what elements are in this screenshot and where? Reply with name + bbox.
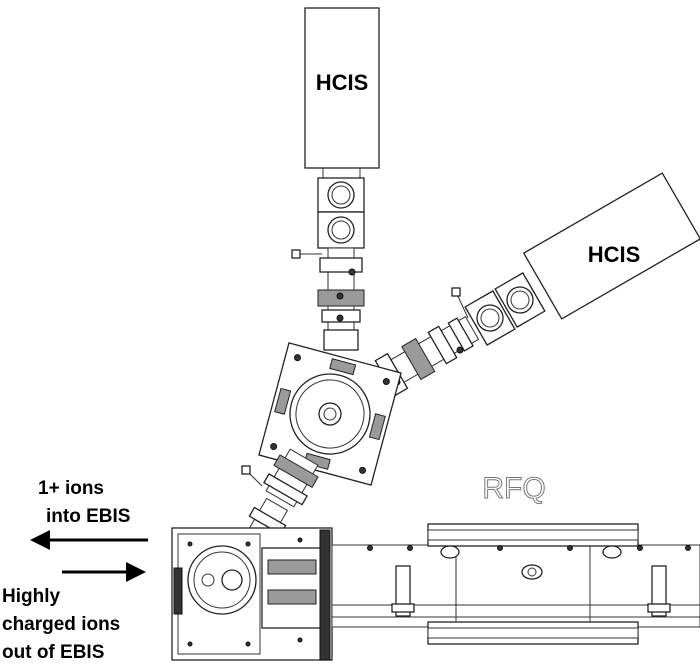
- ions-out-label-line2: charged ions: [2, 614, 120, 635]
- rfq-label: RFQ: [482, 472, 545, 505]
- ions-out-arrow: [62, 562, 146, 582]
- hcis-top-source: HCIS: [304, 7, 380, 169]
- hcis-top-label: HCIS: [316, 70, 369, 95]
- rfq-structure: [331, 523, 700, 645]
- ebis-chamber: [171, 527, 333, 661]
- hcis-right-source: [522, 172, 700, 320]
- ions-in-arrow: [30, 530, 148, 550]
- ions-out-label-line1: Highly: [2, 586, 60, 607]
- ions-out-label-line3: out of EBIS: [2, 642, 104, 663]
- ions-in-label-line2: into EBIS: [46, 506, 130, 527]
- hcis-right-label: HCIS: [588, 242, 641, 267]
- vertical-beamline: [291, 168, 365, 351]
- ions-in-label-line1: 1+ ions: [38, 478, 104, 499]
